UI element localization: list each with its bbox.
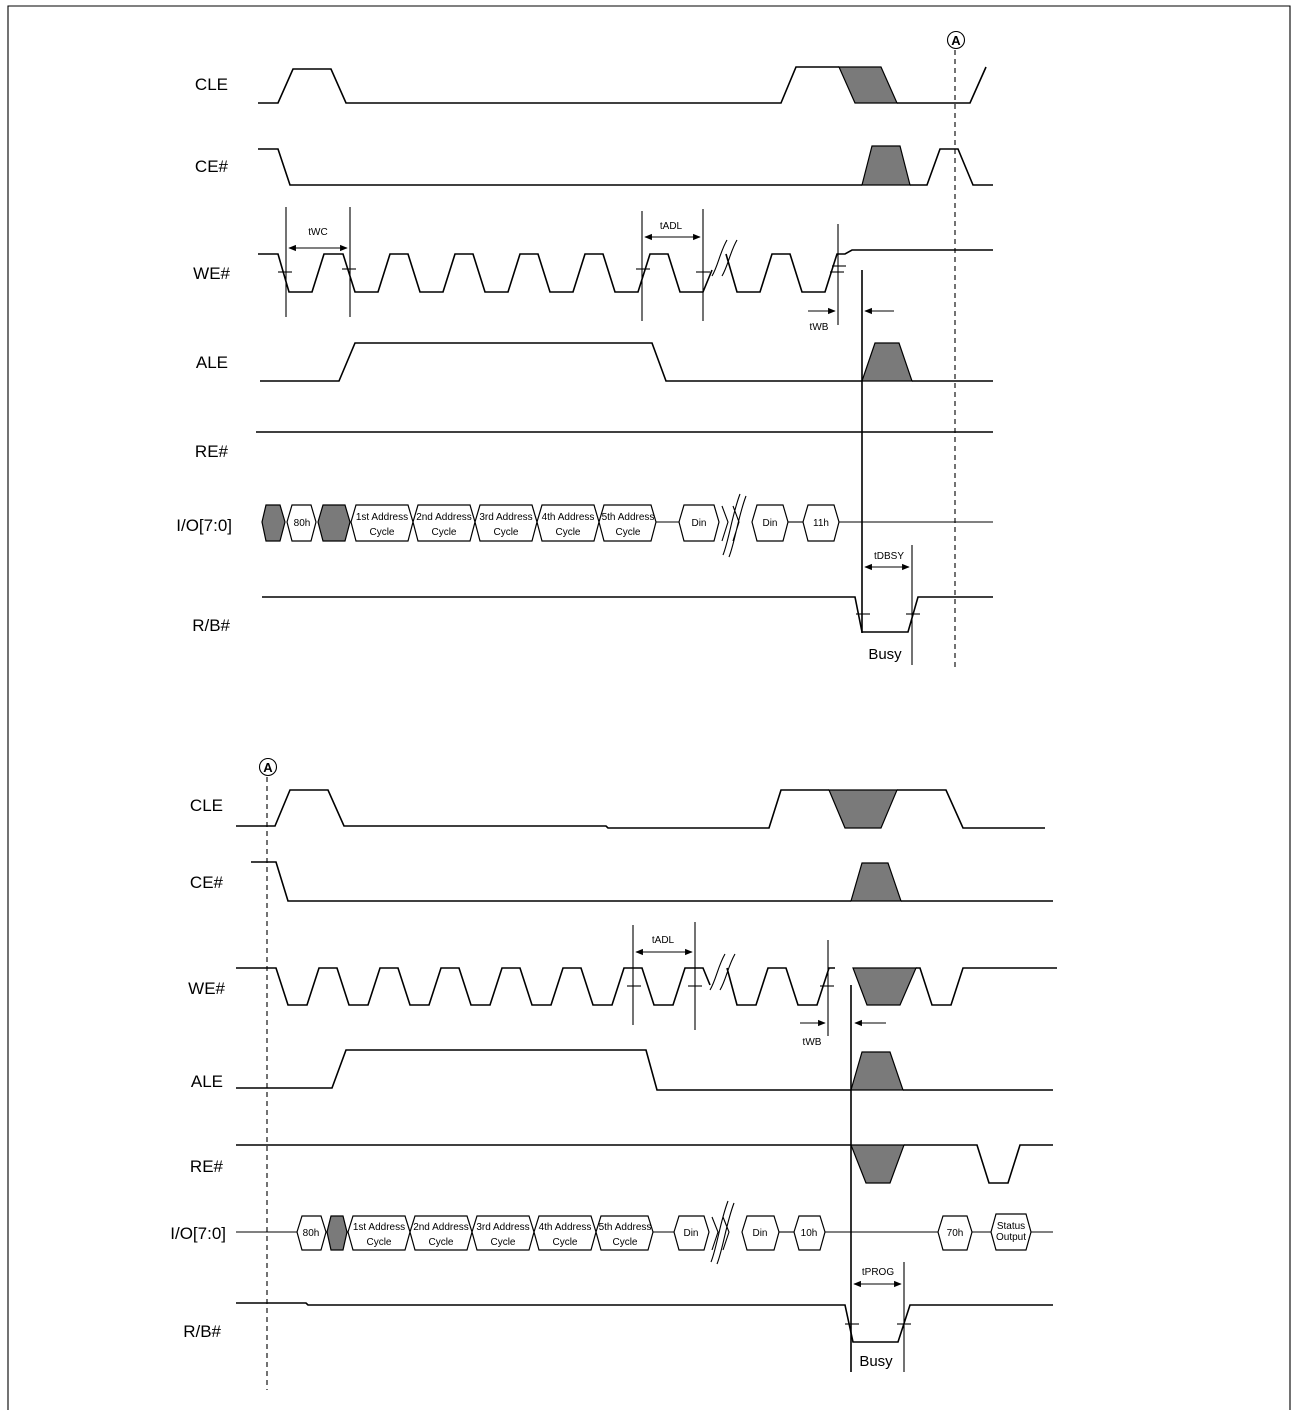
bottom-io-status-line1: Status	[997, 1221, 1025, 1232]
bottom-cle-wave	[236, 789, 1045, 829]
bottom-ale-wave	[236, 1049, 1053, 1091]
top-io-addr4-line2: Cycle	[555, 527, 580, 538]
bottom-ce-shaded	[850, 862, 902, 902]
bottom-re-wave	[236, 1144, 1053, 1184]
top-cle-shaded	[838, 66, 898, 104]
bottom-rb-label: R/B#	[183, 1322, 221, 1341]
top-io-din2: Din	[762, 518, 777, 529]
top-cle-label: CLE	[195, 75, 228, 94]
top-ce-wave	[258, 148, 993, 186]
bottom-cle-label: CLE	[190, 796, 223, 815]
bottom-we-label: WE#	[188, 979, 225, 998]
top-tdbsy-label: tDBSY	[874, 551, 904, 562]
top-tadl-label: tADL	[660, 221, 683, 232]
top-io-cmd-80h: 80h	[294, 518, 311, 529]
top-io-addr4-line1: 4th Address	[542, 512, 595, 523]
bottom-io-status-line2: Output	[996, 1232, 1026, 1243]
top-ale-label: ALE	[196, 353, 228, 372]
bottom-io-addr2-line2: Cycle	[428, 1237, 453, 1248]
bottom-ale-shaded	[850, 1051, 904, 1091]
bottom-io-addr2-line1: 2nd Address	[413, 1222, 469, 1233]
bottom-we-wave	[236, 967, 1057, 1006]
top-twc-label: tWC	[308, 227, 327, 238]
top-io-addr2-line1: 2nd Address	[416, 512, 472, 523]
bottom-io-break	[710, 1200, 735, 1265]
top-io-din1-shape	[678, 504, 720, 542]
bottom-io-din1-shape	[673, 1215, 710, 1251]
bottom-io-cmd-80h-shape	[296, 1215, 327, 1251]
top-ce-shaded	[861, 145, 911, 186]
bottom-io-din2: Din	[752, 1228, 767, 1239]
bottom-io-addr4-line2: Cycle	[552, 1237, 577, 1248]
bottom-io-bus: 80h 1st Address Cycle 2nd Address Cycle …	[236, 1200, 1053, 1265]
bottom-marker-a-label: A	[263, 760, 273, 775]
top-we-break	[711, 239, 738, 277]
top-io-cmd-80h-shape	[286, 504, 317, 542]
bottom-we-shaded	[852, 967, 917, 1006]
top-io-shaded-2	[317, 504, 351, 542]
bottom-tadl-label: tADL	[652, 935, 675, 946]
top-io-addr5-line2: Cycle	[615, 527, 640, 538]
top-io-addr3-line1: 3rd Address	[479, 512, 532, 523]
bottom-ce-label: CE#	[190, 873, 224, 892]
top-rb-wave	[262, 596, 993, 633]
top-ale-shaded	[861, 342, 913, 382]
top-busy-label: Busy	[868, 646, 902, 663]
top-twb-label: tWB	[810, 322, 829, 333]
top-io-addr3-line2: Cycle	[493, 527, 518, 538]
bottom-io-addr5-line2: Cycle	[612, 1237, 637, 1248]
top-io-bus: 80h 1st Address Cycle 2nd Address Cycle …	[261, 493, 993, 558]
top-io-label: I/O[7:0]	[176, 516, 232, 535]
top-io-addr5-line1: 5th Address	[602, 512, 655, 523]
top-io-shaded-1	[261, 504, 286, 542]
bottom-io-addr3-line1: 3rd Address	[476, 1222, 529, 1233]
top-io-break	[721, 493, 747, 558]
bottom-io-shaded	[326, 1215, 348, 1251]
bottom-io-addr5-line1: 5th Address	[599, 1222, 652, 1233]
bottom-busy-label: Busy	[859, 1353, 893, 1370]
bottom-re-label: RE#	[190, 1157, 224, 1176]
bottom-io-addr1-line2: Cycle	[366, 1237, 391, 1248]
bottom-io-addr4-line1: 4th Address	[539, 1222, 592, 1233]
bottom-io-din1: Din	[683, 1228, 698, 1239]
top-io-cmd-11h: 11h	[813, 518, 829, 529]
bottom-we-break	[709, 953, 736, 991]
top-io-addr1-line2: Cycle	[369, 527, 394, 538]
top-ce-label: CE#	[195, 157, 229, 176]
top-io-din1: Din	[691, 518, 706, 529]
bottom-tprog-label: tPROG	[862, 1267, 894, 1278]
bottom-io-addr3-line2: Cycle	[490, 1237, 515, 1248]
bottom-io-cmd-10h: 10h	[801, 1228, 818, 1239]
top-io-addr1-line1: 1st Address	[356, 512, 408, 523]
bottom-io-cmd-70h: 70h	[947, 1228, 964, 1239]
top-io-addr2-line2: Cycle	[431, 527, 456, 538]
top-marker-a-circle	[946, 30, 966, 50]
bottom-ale-label: ALE	[191, 1072, 223, 1091]
top-ale-wave	[260, 342, 993, 382]
top-we-label: WE#	[193, 264, 230, 283]
bottom-re-shaded	[850, 1144, 905, 1184]
bottom-io-label: I/O[7:0]	[170, 1224, 226, 1243]
top-re-label: RE#	[195, 442, 229, 461]
bottom-ce-wave	[251, 861, 1053, 902]
bottom-cle-shaded	[828, 789, 898, 829]
bottom-twb-label: tWB	[803, 1037, 822, 1048]
top-marker-a-label: A	[951, 33, 961, 48]
bottom-io-cmd-80h: 80h	[303, 1228, 320, 1239]
bottom-rb-wave	[236, 1302, 1053, 1343]
top-rb-label: R/B#	[192, 616, 230, 635]
bottom-io-addr1-line1: 1st Address	[353, 1222, 405, 1233]
top-cle-wave	[258, 66, 987, 104]
bottom-marker-a-circle	[258, 757, 278, 777]
top-we-wave	[258, 249, 993, 293]
page-frame	[7, 5, 1291, 1410]
